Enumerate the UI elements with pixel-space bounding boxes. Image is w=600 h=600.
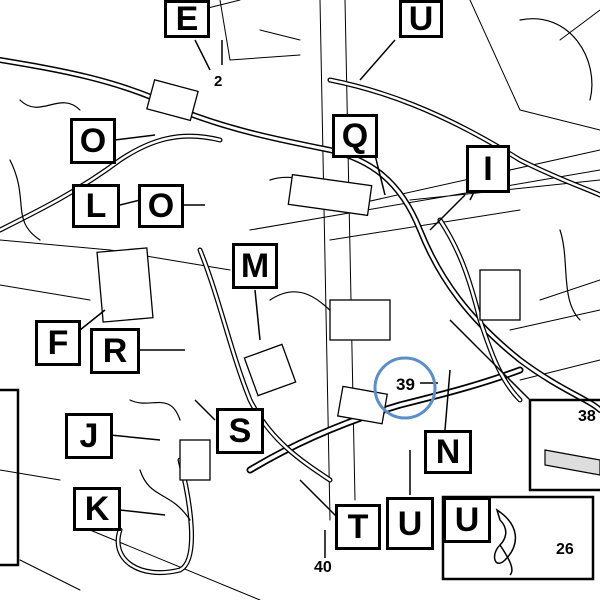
part-number-38: 38: [578, 408, 596, 425]
callout-u-inset: U: [443, 497, 491, 543]
part-number-39: 39: [396, 375, 415, 394]
harness-left-inner: [0, 134, 222, 232]
callout-n: N: [424, 430, 472, 474]
harness-u-loop-inner: [116, 458, 193, 574]
callout-s: S: [216, 408, 264, 454]
leader-i: [429, 194, 466, 231]
relay-top: [146, 79, 199, 122]
part-number-26: 26: [556, 541, 574, 558]
callout-i: I: [466, 145, 510, 193]
small-block-j: [179, 439, 211, 481]
module-f: [96, 247, 154, 323]
connector-s: [243, 343, 297, 397]
callout-m: M: [232, 243, 278, 289]
leader-38-pointer: [449, 319, 531, 401]
cable-tie-tail: [499, 544, 513, 576]
harness-lower-inner: [248, 368, 522, 472]
left-inset-frame: [0, 388, 20, 567]
callout-o-lower: O: [138, 184, 184, 228]
leader-s: [194, 399, 216, 421]
leader-q: [374, 154, 386, 196]
circle-feature: [519, 18, 593, 101]
callout-l: L: [72, 184, 120, 228]
leader-f: [79, 309, 106, 331]
callout-f: F: [35, 320, 81, 366]
connector-center: [329, 299, 391, 341]
callout-k: K: [73, 487, 121, 531]
callout-u-top: U: [399, 0, 443, 38]
leader-k: [119, 509, 166, 516]
callout-r: R: [90, 328, 140, 374]
inset-38-bar: [544, 449, 600, 476]
leader-o-upper: [114, 134, 156, 141]
callout-u-bottom: U: [386, 497, 434, 550]
leader-m: [254, 289, 261, 341]
leader-t: [299, 479, 341, 521]
part-number-40: 40: [314, 559, 332, 576]
panel-lines: [199, 0, 600, 381]
leader-j: [109, 434, 161, 441]
callout-t: T: [335, 504, 381, 550]
callout-e: E: [164, 0, 210, 38]
harness-drop-inner: [198, 248, 332, 482]
connector-right: [479, 269, 521, 321]
callout-j: J: [65, 413, 113, 459]
leader-u-top: [359, 39, 396, 81]
cable-tie-26: [493, 508, 517, 565]
detail-circle-39: [373, 356, 437, 420]
leader-e: [194, 39, 211, 71]
callout-q: Q: [332, 114, 378, 158]
leader-n: [444, 369, 451, 431]
harness-main-inner: [0, 58, 600, 412]
callout-o-upper: O: [70, 118, 116, 164]
part-number-2: 2: [214, 73, 223, 90]
fuse-block: [287, 173, 373, 217]
